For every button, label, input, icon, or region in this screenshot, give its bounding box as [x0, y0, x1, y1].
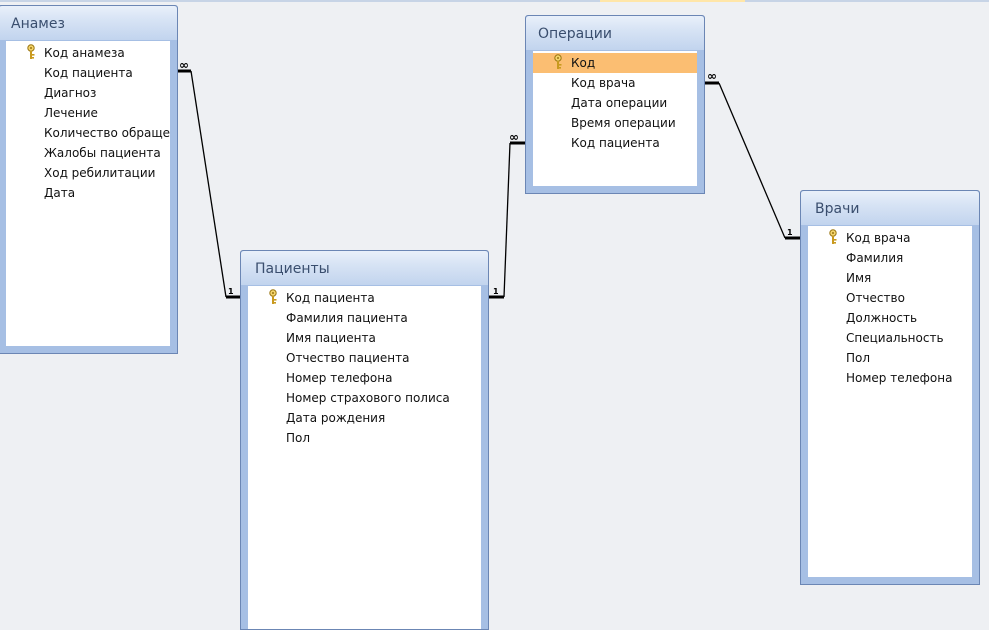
field-name: Фамилия	[846, 251, 904, 265]
field-name: Отчество	[846, 291, 905, 305]
field-name: Пол	[846, 351, 871, 365]
relationship-lines: ∞ 1 ∞ 1 ∞ 1	[177, 58, 800, 299]
table-operations[interactable]: Операции Код Код врача Дата операции Вре…	[525, 15, 705, 194]
primary-key-icon	[269, 289, 277, 304]
many-label: ∞	[179, 58, 189, 72]
field-name: Дата операции	[571, 96, 668, 110]
table-title[interactable]: Пациенты	[241, 251, 488, 285]
top-border-accent	[600, 0, 745, 2]
field-row[interactable]: Код пациента	[6, 63, 170, 83]
field-name: Имя	[846, 271, 872, 285]
table-anamnesis[interactable]: Анамез Код анамеза Код пациента Диагноз …	[0, 5, 178, 354]
field-list[interactable]: Код Код врача Дата операции Время операц…	[533, 51, 697, 186]
field-row[interactable]: Отчество	[808, 288, 972, 308]
field-name: Лечение	[44, 106, 98, 120]
field-row[interactable]: Дата рождения	[248, 408, 481, 428]
field-row[interactable]: Имя	[808, 268, 972, 288]
field-row[interactable]: Специальность	[808, 328, 972, 348]
field-row[interactable]: Дата операции	[533, 93, 697, 113]
field-row[interactable]: Количество обраще	[6, 123, 170, 143]
primary-key-icon	[829, 229, 837, 244]
field-name: Код пациента	[44, 66, 133, 80]
field-name: Номер телефона	[846, 371, 953, 385]
field-row[interactable]: Диагноз	[6, 83, 170, 103]
field-row[interactable]: Дата	[6, 183, 170, 203]
field-row[interactable]: Код врача	[533, 73, 697, 93]
field-name: Дата рождения	[286, 411, 386, 425]
field-name: Фамилия пациента	[286, 311, 408, 325]
field-name: Имя пациента	[286, 331, 376, 345]
field-row[interactable]: Должность	[808, 308, 972, 328]
field-name: Код анамеза	[44, 46, 125, 60]
field-name: Специальность	[846, 331, 944, 345]
table-patients[interactable]: Пациенты Код пациента Фамилия пациента И…	[240, 250, 489, 630]
field-row[interactable]: Жалобы пациента	[6, 143, 170, 163]
field-name: Отчество пациента	[286, 351, 410, 365]
field-list[interactable]: Код анамеза Код пациента Диагноз Лечение…	[6, 41, 170, 346]
field-name: Код	[571, 56, 596, 70]
field-row[interactable]: Ход ребилитации	[6, 163, 170, 183]
field-name: Номер страхового полиса	[286, 391, 450, 405]
relation-operations-doctors[interactable]: ∞ 1	[704, 69, 800, 240]
field-row[interactable]: Номер телефона	[248, 368, 481, 388]
field-name: Диагноз	[44, 86, 97, 100]
table-title[interactable]: Анамез	[0, 6, 177, 40]
field-row[interactable]: Время операции	[533, 113, 697, 133]
field-list[interactable]: Код врача Фамилия Имя Отчество Должность…	[808, 226, 972, 577]
many-label: ∞	[509, 130, 519, 144]
field-name: Ход ребилитации	[44, 166, 156, 180]
field-row[interactable]: Имя пациента	[248, 328, 481, 348]
field-name: Код пациента	[286, 291, 375, 305]
field-row[interactable]: Пол	[808, 348, 972, 368]
field-list[interactable]: Код пациента Фамилия пациента Имя пациен…	[248, 286, 481, 629]
field-name: Код врача	[571, 76, 636, 90]
field-row[interactable]: Фамилия	[808, 248, 972, 268]
table-title[interactable]: Операции	[526, 16, 704, 50]
field-name: Код пациента	[571, 136, 660, 150]
primary-key-icon	[554, 54, 562, 69]
field-name: Количество обраще	[44, 126, 170, 140]
field-row[interactable]: Фамилия пациента	[248, 308, 481, 328]
field-row[interactable]: Отчество пациента	[248, 348, 481, 368]
field-row[interactable]: Пол	[248, 428, 481, 448]
field-row[interactable]: Номер телефона	[808, 368, 972, 388]
one-label: 1	[228, 287, 234, 296]
field-row[interactable]: Код анамеза	[6, 43, 170, 63]
field-row[interactable]: Номер страхового полиса	[248, 388, 481, 408]
field-name: Должность	[846, 311, 918, 325]
table-doctors[interactable]: Врачи Код врача Фамилия Имя Отчество	[800, 190, 980, 585]
table-title[interactable]: Врачи	[801, 191, 979, 225]
field-name: Номер телефона	[286, 371, 393, 385]
primary-key-icon	[27, 44, 35, 59]
field-row[interactable]: Код пациента	[533, 133, 697, 153]
field-row[interactable]: Код врача	[808, 228, 972, 248]
field-name: Пол	[286, 431, 311, 445]
relation-anamnesis-patients[interactable]: ∞ 1	[177, 58, 240, 299]
field-name: Жалобы пациента	[44, 146, 161, 160]
field-row[interactable]: Лечение	[6, 103, 170, 123]
top-border	[0, 0, 989, 2]
one-label: 1	[787, 228, 793, 237]
field-row[interactable]: Код пациента	[248, 288, 481, 308]
field-name: Время операции	[571, 116, 676, 130]
field-name: Дата	[44, 186, 76, 200]
relation-operations-patients[interactable]: ∞ 1	[488, 130, 525, 299]
one-label: 1	[493, 287, 499, 296]
many-label: ∞	[707, 69, 717, 83]
field-name: Код врача	[846, 231, 911, 245]
field-row-selected[interactable]: Код	[533, 53, 697, 73]
